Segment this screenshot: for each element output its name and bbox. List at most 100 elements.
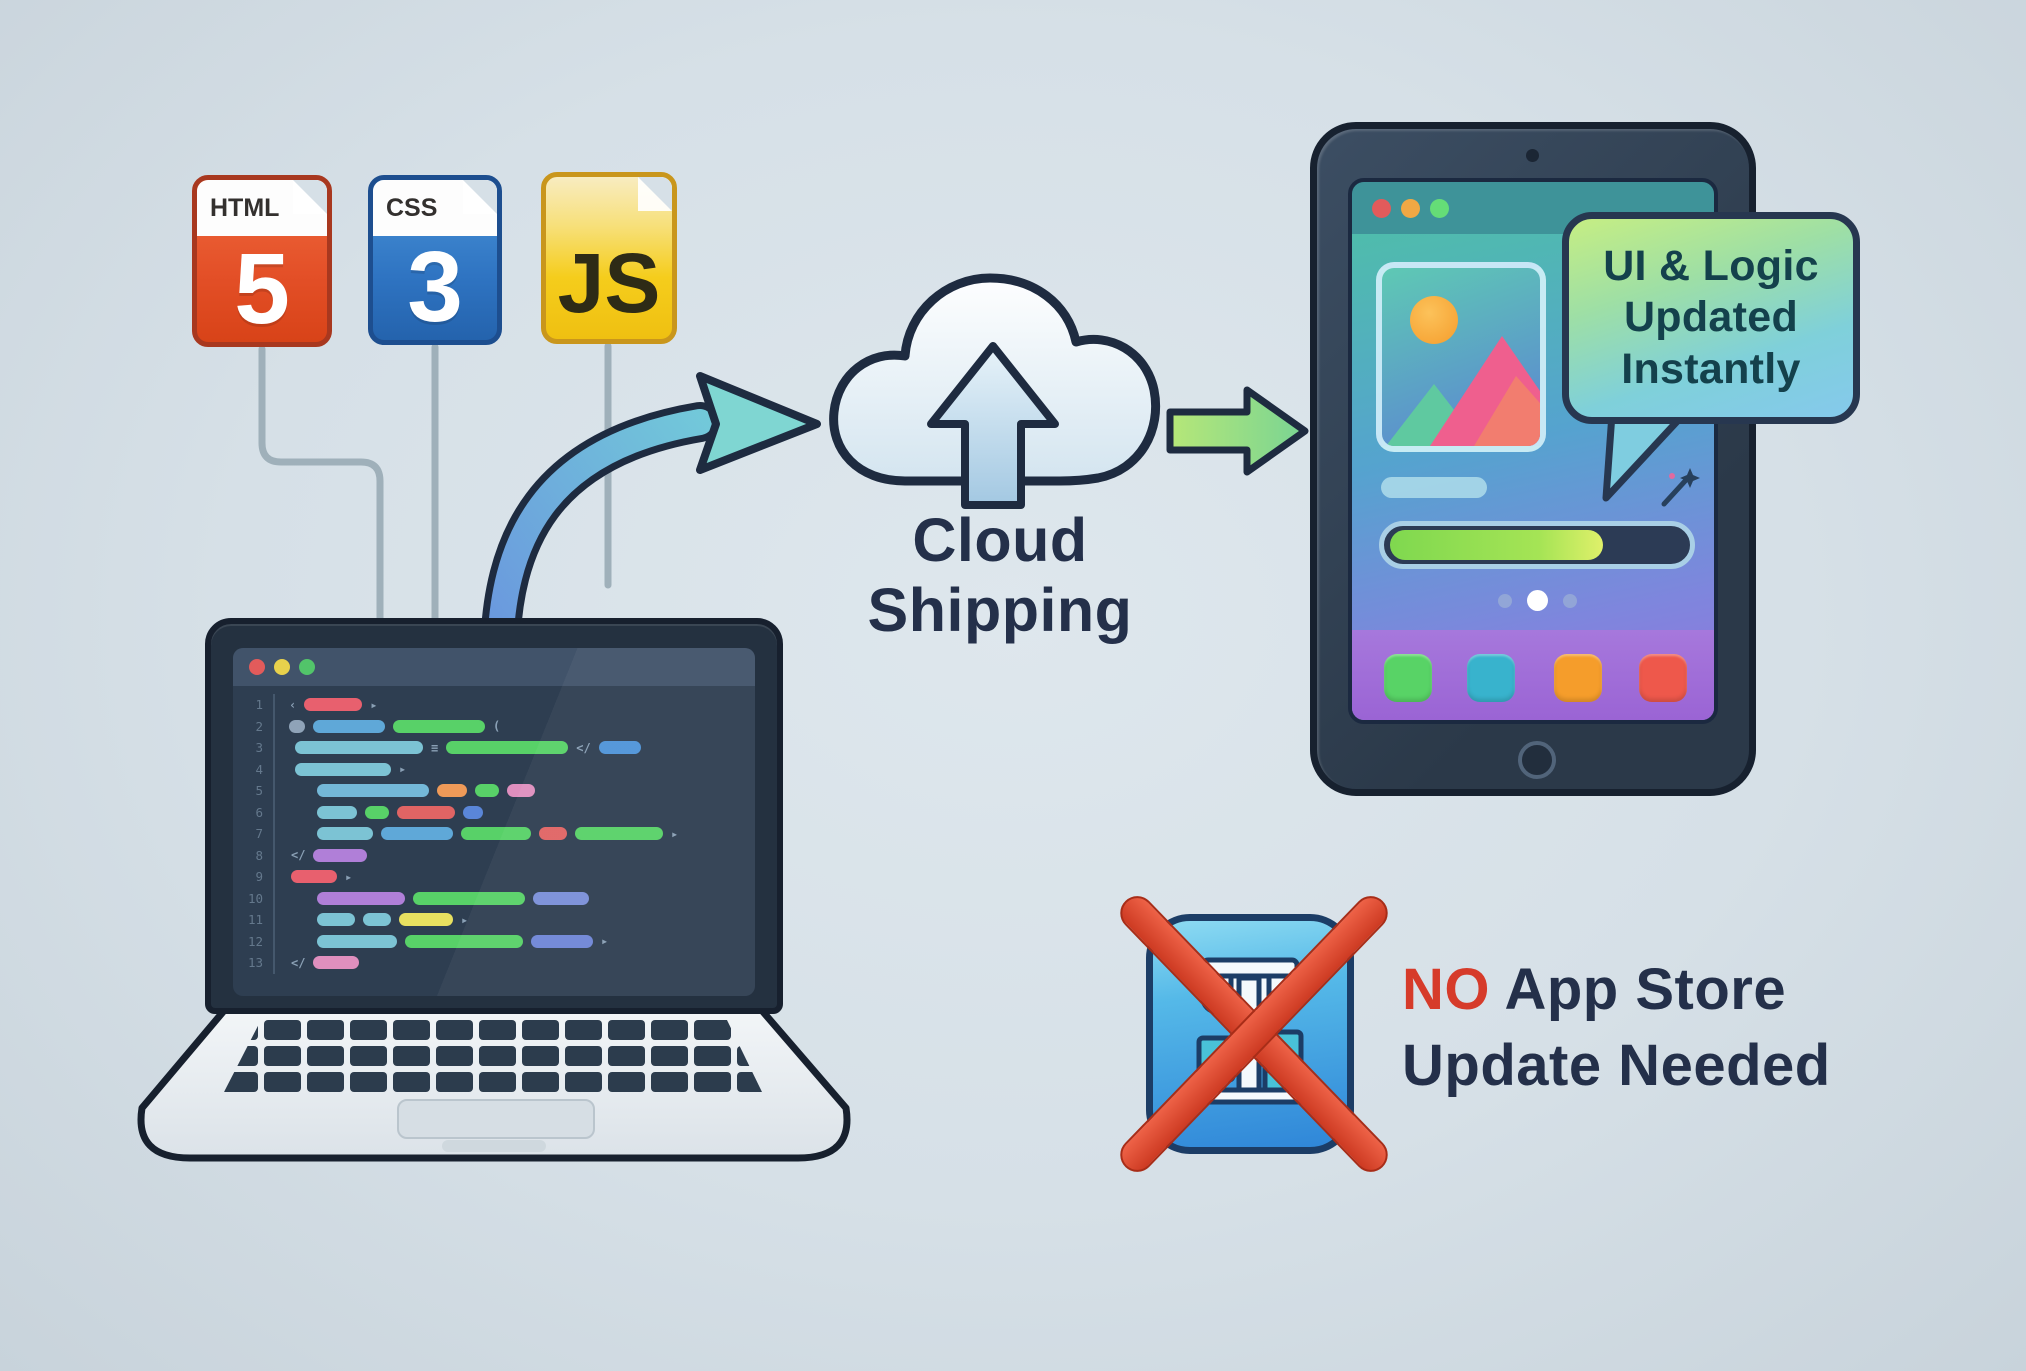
code-token-bar [463, 805, 483, 819]
line-number: 3 [255, 740, 263, 756]
line-number: 6 [255, 804, 263, 820]
code-token-bar [446, 741, 569, 755]
tablet-camera-icon [1526, 149, 1539, 162]
code-line: 10 [233, 887, 755, 909]
code-glyph: ‹ [289, 697, 297, 712]
app-dock [1352, 630, 1714, 720]
code-glyph: </ [291, 848, 306, 863]
text-line-pill [1381, 477, 1487, 498]
no-highlight: NO [1402, 957, 1490, 1022]
code-glyph: ▸ [345, 869, 353, 884]
bubble-line-2: Updated [1623, 293, 1799, 342]
page-dot [1562, 593, 1577, 608]
code-line: 9▸ [233, 866, 755, 888]
dock-app-icon [1467, 654, 1515, 702]
page-dot [1497, 593, 1512, 608]
no-app-store-text: NO App Store Update Needed [1402, 952, 2002, 1104]
dock-app-icon [1384, 654, 1432, 702]
code-glyph: ▸ [370, 697, 378, 712]
code-line: 1 ‹ ▸ [233, 694, 755, 716]
code-line: 2( [233, 715, 755, 737]
code-token-bar [533, 891, 589, 905]
code-glyph: ▸ [601, 934, 609, 949]
bubble-line-3: Instantly [1621, 344, 1801, 393]
window-control-dot [1372, 198, 1391, 218]
code-glyph: ≡ [431, 740, 439, 755]
window-control-dot [1401, 198, 1420, 218]
line-number: 13 [247, 955, 263, 971]
green-arrow-cloud-to-tablet [1166, 386, 1309, 476]
css3-file-icon: CSS 3 [368, 175, 502, 345]
html5-numeral: 5 [234, 233, 290, 345]
js-file-icon: JS [541, 172, 677, 344]
code-token-bar [317, 784, 429, 798]
line-number: 10 [247, 890, 263, 906]
code-token-bar [317, 934, 397, 948]
laptop-keyboard [224, 1018, 762, 1092]
folded-corner-icon [638, 177, 672, 211]
code-token-bar [295, 741, 423, 755]
page-dot [1526, 590, 1548, 611]
folded-corner-icon [463, 180, 497, 214]
code-token-bar [363, 913, 391, 927]
code-glyph: ( [493, 719, 501, 734]
upload-arrow-icon [927, 342, 1059, 509]
window-control-dot [274, 659, 290, 675]
code-token-bar [413, 891, 525, 905]
code-token-bar [317, 891, 405, 905]
speech-bubble-tail [1602, 410, 1688, 502]
js-label: JS [557, 236, 661, 330]
code-token-bar [291, 870, 337, 884]
code-token-bar [381, 827, 453, 841]
code-token-bar [365, 805, 389, 819]
code-token-bar [405, 934, 523, 948]
code-token-bar [317, 827, 373, 841]
code-token-bar [575, 827, 663, 841]
code-glyph: ▸ [399, 762, 407, 777]
code-glyph: ▸ [671, 826, 679, 841]
bubble-line-1: UI & Logic [1603, 241, 1819, 290]
code-token-bar [437, 784, 467, 798]
dock-app-icon [1554, 654, 1602, 702]
image-placeholder-card [1376, 262, 1546, 452]
laptop-front-notch [442, 1140, 546, 1152]
code-token-bar [393, 719, 485, 733]
folded-corner-icon [293, 180, 327, 214]
code-glyph: </ [291, 955, 306, 970]
code-token-bar [507, 784, 535, 798]
code-glyph: </ [576, 740, 591, 755]
code-token-bar [295, 762, 391, 776]
line-number: 5 [255, 783, 263, 799]
code-token-bar [313, 848, 368, 862]
line-number: 7 [255, 826, 263, 842]
curved-arrow-laptop-to-cloud [480, 372, 821, 680]
line-number: 4 [255, 761, 263, 777]
line-number: 2 [255, 718, 263, 734]
code-token-bar [317, 805, 357, 819]
window-control-dot [249, 659, 265, 675]
window-control-dot [299, 659, 315, 675]
code-token-bar [399, 913, 453, 927]
code-glyph: ▸ [461, 912, 469, 927]
code-token-bar [598, 741, 641, 755]
code-line: 12 ▸ [233, 930, 755, 952]
editor-titlebar [233, 648, 755, 686]
line-number: 11 [247, 912, 263, 928]
line-number: 9 [255, 869, 263, 885]
line-number: 1 [255, 697, 263, 713]
laptop-trackpad [397, 1099, 595, 1139]
mountains-icon [1386, 336, 1540, 446]
html5-file-icon: HTML 5 [192, 175, 332, 347]
code-token-bar [304, 698, 363, 712]
cloud-upload-icon [829, 273, 1161, 509]
code-line: 7▸ [233, 823, 755, 845]
dock-app-icon [1639, 654, 1687, 702]
window-control-dot [1430, 198, 1449, 218]
code-token-bar [289, 719, 305, 733]
no-app-store-icon [1113, 888, 1395, 1184]
line-number: 12 [247, 933, 263, 949]
